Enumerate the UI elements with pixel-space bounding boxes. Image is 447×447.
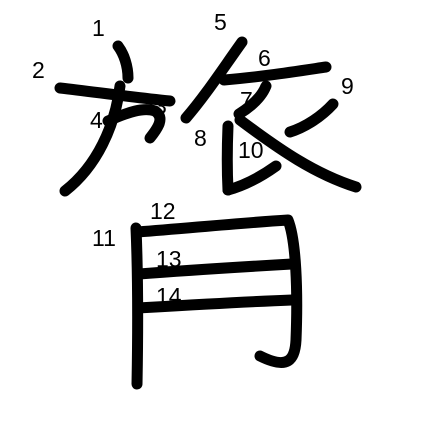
stroke-number-9: 9 <box>341 73 354 99</box>
stroke-10-bend <box>222 160 282 196</box>
stroke-number-5: 5 <box>214 9 227 35</box>
stroke-6 <box>218 61 332 86</box>
stroke-number-13: 13 <box>156 246 182 272</box>
stroke-number-2: 2 <box>32 57 45 83</box>
stroke-2 <box>54 82 176 107</box>
stroke-8 <box>221 120 234 196</box>
stroke-number-11: 11 <box>92 225 116 251</box>
character-glyph <box>54 36 362 390</box>
stroke-number-7: 7 <box>240 87 253 113</box>
stroke-9 <box>284 98 339 138</box>
stroke-numbers: 1 2 3 4 5 6 7 8 9 10 11 12 13 14 <box>32 9 354 309</box>
stroke-1 <box>112 40 134 84</box>
stroke-7 <box>233 80 272 120</box>
stroke-10 <box>234 114 362 193</box>
stroke-14 <box>133 294 298 314</box>
stroke-13 <box>133 258 298 280</box>
stroke-4 <box>59 80 126 197</box>
stroke-number-8: 8 <box>194 125 207 151</box>
stroke-3 <box>102 104 166 144</box>
stroke-number-1: 1 <box>92 15 105 41</box>
stroke-12 <box>132 214 303 368</box>
stroke-number-6: 6 <box>258 45 271 71</box>
stroke-number-4: 4 <box>90 107 103 133</box>
stroke-5 <box>180 36 248 124</box>
stroke-number-14: 14 <box>156 283 182 309</box>
stroke-number-10: 10 <box>238 137 264 163</box>
stroke-number-3: 3 <box>154 93 167 119</box>
stroke-number-12: 12 <box>150 198 176 224</box>
